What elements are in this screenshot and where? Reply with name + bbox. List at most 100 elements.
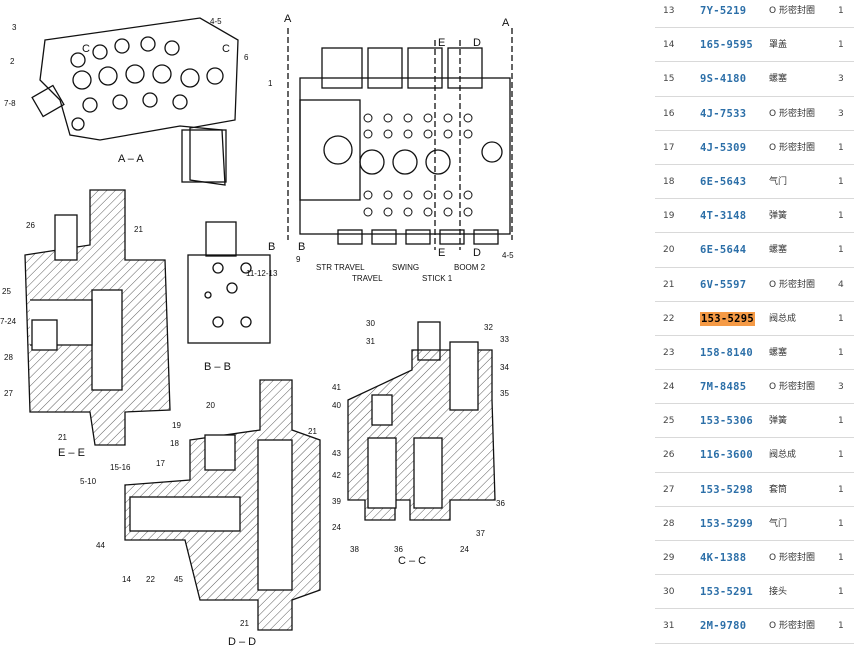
part-quantity: 1	[838, 176, 844, 187]
callout: 17	[156, 459, 165, 468]
part-name: O 形密封圈	[769, 279, 815, 290]
callout: 40	[332, 401, 341, 410]
part-number-link[interactable]: 7M-8485	[700, 381, 747, 394]
part-quantity: 1	[838, 6, 844, 16]
callout: 21	[240, 619, 249, 628]
view-marker: A	[284, 13, 292, 25]
part-quantity: 1	[838, 518, 844, 529]
part-index: 19	[663, 211, 675, 222]
view-marker: E	[438, 37, 445, 49]
part-number-link[interactable]: 165-9595	[700, 39, 753, 52]
callout: 9	[296, 255, 301, 264]
part-index: 16	[663, 108, 675, 119]
view-marker: B	[298, 241, 305, 253]
part-number-link[interactable]: 153-5291	[700, 586, 753, 599]
callout: 2	[10, 57, 15, 66]
part-quantity: 1	[838, 245, 844, 256]
callout: 25	[2, 287, 11, 296]
callout: 26	[26, 221, 35, 230]
section-title-b-b: B – B	[204, 361, 231, 373]
callout: 41	[332, 383, 341, 392]
part-quantity: 1	[838, 347, 844, 358]
part-index: 27	[663, 484, 675, 495]
callout: 45	[174, 575, 183, 584]
part-number-link[interactable]: 4T-3148	[700, 210, 747, 223]
part-name: 接头	[769, 587, 788, 598]
callout: 21	[134, 225, 143, 234]
callout: 35	[500, 389, 509, 398]
part-number-link[interactable]: 4K-1388	[700, 552, 747, 564]
callout: 20	[206, 401, 215, 410]
part-number-link[interactable]: 116-3600	[700, 449, 753, 462]
callout: 44	[96, 541, 105, 550]
callout: 33	[500, 335, 509, 344]
part-index: 24	[663, 382, 675, 393]
callout: 5-10	[80, 477, 97, 486]
callout: 39	[332, 497, 341, 506]
view-marker: A	[502, 17, 510, 29]
part-quantity: 1	[838, 621, 844, 632]
section-title-a-a: A – A	[118, 153, 144, 165]
part-number-link[interactable]: 4J-5309	[700, 141, 747, 154]
part-number-link[interactable]: 158-8140	[700, 346, 753, 359]
part-name: 气门	[769, 518, 788, 529]
part-index: 25	[663, 416, 675, 427]
view-c-c	[347, 321, 496, 521]
part-number-link[interactable]: 6E-5643	[700, 175, 747, 188]
part-number-link[interactable]: 6V-5597	[700, 278, 747, 291]
part-name: 螺塞	[769, 245, 788, 256]
callout: 36	[496, 499, 505, 508]
part-index: 20	[663, 245, 675, 256]
part-number-link[interactable]: 153-5306	[700, 415, 753, 428]
part-name: 弹簧	[769, 416, 788, 427]
callout: 19	[172, 421, 181, 430]
part-number-link[interactable]: 9S-4180	[700, 73, 747, 86]
callout: 24	[460, 545, 469, 554]
part-name: O 形密封圈	[769, 6, 815, 16]
part-index: 13	[663, 6, 675, 16]
part-number-link[interactable]: 153-5298	[700, 483, 753, 496]
view-marker: D	[473, 37, 481, 49]
callout: 1	[268, 79, 273, 88]
parts-row: 28 153-5299 气门 1	[655, 507, 854, 541]
part-quantity: 3	[838, 108, 844, 119]
callout: 28	[4, 353, 13, 362]
part-number-link[interactable]: 2M-9780	[700, 620, 747, 633]
callout: 4-5	[502, 251, 514, 260]
part-quantity: 3	[838, 74, 844, 85]
parts-row: 13 7Y-5219 O 形密封圈 1	[655, 0, 854, 29]
function-label: STR TRAVEL	[316, 263, 365, 272]
part-quantity: 1	[838, 142, 844, 153]
part-number-link[interactable]: 4J-7533	[700, 107, 747, 120]
part-index: 22	[663, 313, 675, 324]
part-index: 31	[663, 621, 675, 632]
section-title-d-d: D – D	[228, 636, 256, 648]
part-index: 18	[663, 176, 675, 187]
callout: 18	[170, 439, 179, 448]
part-quantity: 4	[838, 279, 844, 290]
part-number-link[interactable]: 7Y-5219	[700, 5, 747, 17]
callout: 34	[500, 363, 509, 372]
part-name: 阀总成	[769, 450, 797, 461]
part-index: 28	[663, 518, 675, 529]
part-quantity: 3	[838, 382, 844, 393]
callout: 38	[350, 545, 359, 554]
callout: 7-8	[4, 99, 16, 108]
function-label: BOOM 2	[454, 263, 486, 272]
part-number-link[interactable]: 153-5295	[700, 311, 755, 326]
part-name: 套筒	[769, 484, 788, 495]
callout: 6	[244, 53, 249, 62]
part-number-link[interactable]: 6E-5644	[700, 244, 747, 257]
part-number-link[interactable]: 153-5299	[700, 517, 753, 530]
